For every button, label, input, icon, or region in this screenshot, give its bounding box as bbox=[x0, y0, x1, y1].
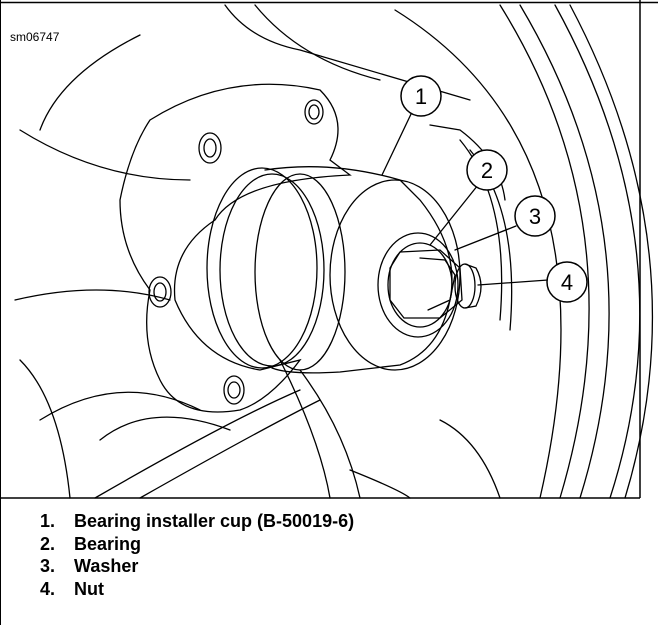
callout-label-3: 3 bbox=[529, 204, 541, 229]
callout-2 bbox=[466, 149, 508, 191]
callout-1 bbox=[400, 75, 442, 117]
callout-label-2: 2 bbox=[481, 158, 493, 183]
legend-text: Bearing bbox=[74, 533, 142, 554]
figure-id: sm06747 bbox=[10, 30, 60, 44]
legend-number: 1. bbox=[40, 511, 56, 531]
legend-text: Washer bbox=[74, 556, 139, 576]
legend-item: 2. Bearing bbox=[40, 533, 354, 556]
callout-3 bbox=[514, 195, 556, 237]
legend-number: 2. bbox=[40, 533, 56, 554]
legend-number: 3. bbox=[40, 556, 56, 576]
callout-4 bbox=[546, 261, 588, 303]
legend-text: Nut bbox=[74, 578, 104, 599]
legend-item: 3. Washer bbox=[40, 555, 354, 578]
callout-legend: 1. Bearing installer cup (B-50019-6) 2. … bbox=[40, 510, 354, 600]
callout-label-4: 4 bbox=[561, 270, 573, 295]
legend-item: 4. Nut bbox=[40, 578, 354, 601]
legend-text: Bearing installer cup (B-50019-6) bbox=[74, 511, 355, 531]
legend-number: 4. bbox=[40, 578, 56, 599]
legend-item: 1. Bearing installer cup (B-50019-6) bbox=[40, 510, 354, 533]
callout-label-1: 1 bbox=[415, 84, 427, 109]
